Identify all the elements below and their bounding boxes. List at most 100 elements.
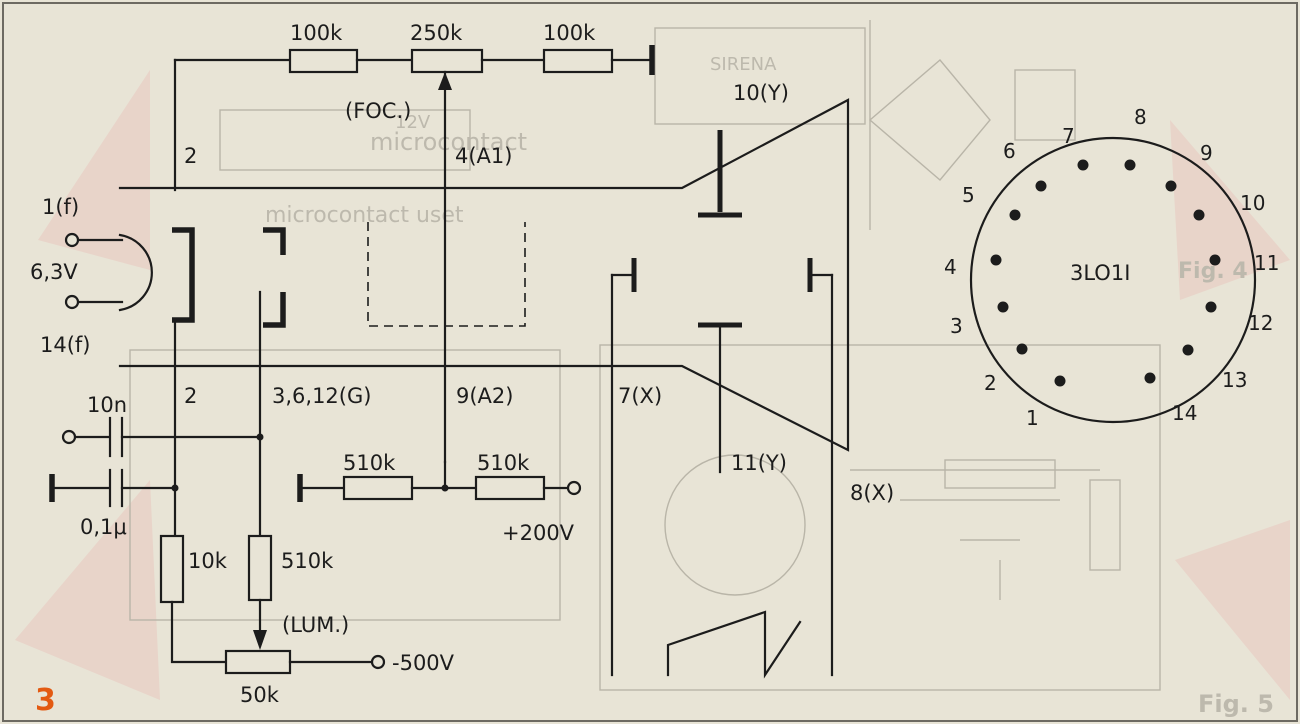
socket-pin-dot-5 (1009, 209, 1021, 221)
bg-pcb-right (599, 344, 1161, 691)
label-r-10k: 10k (188, 549, 228, 573)
resistor-10k (159, 534, 185, 604)
socket-pin-label-3: 3 (950, 314, 963, 338)
resistor-510k-vertical (247, 534, 273, 602)
tube-envelope (118, 98, 850, 452)
socket-pin-label-7: 7 (1062, 124, 1075, 148)
bg-box-sirena (654, 27, 866, 125)
socket-pin-label-13: 13 (1222, 368, 1247, 392)
sawtooth-waveform (666, 610, 802, 679)
socket-pin-dot-1 (1054, 375, 1066, 387)
socket-pin-dot-2 (1016, 343, 1028, 355)
socket-pin-label-6: 6 (1003, 139, 1016, 163)
bg-triangle-bottom-right (1175, 520, 1290, 700)
label-y1: 10(Y) (733, 81, 789, 105)
terminal-10n-input (61, 429, 77, 445)
terminal-plus-200v (566, 480, 582, 496)
bg-resistor-ghost (1089, 479, 1121, 571)
label-a2: 9(A2) (456, 384, 513, 408)
terminal-filament-1 (64, 232, 80, 248)
luminosity-wiper-arrow (253, 630, 267, 650)
label-cap-10n: 10n (87, 393, 127, 417)
label-r-250k: 250k (410, 21, 463, 45)
socket-pin-dot-14 (1144, 372, 1156, 384)
label-filament-voltage: 6,3V (30, 260, 78, 284)
label-pin2-top: 2 (184, 144, 197, 168)
socket-pin-label-2: 2 (984, 371, 997, 395)
socket-pin-dot-11 (1209, 254, 1221, 266)
bg-text-sirena: SIRENA (710, 54, 777, 75)
socket-pin-dot-7 (1077, 159, 1089, 171)
grid-electrode-upper (263, 227, 286, 255)
socket-pin-label-1: 1 (1026, 406, 1039, 430)
socket-pin-dot-10 (1193, 209, 1205, 221)
socket-pin-dot-4 (990, 254, 1002, 266)
socket-tube-name: 3LO1I (1070, 261, 1130, 285)
socket-pin-label-5: 5 (962, 183, 975, 207)
anode-a1-dashed (367, 222, 526, 327)
potentiometer-250k-focus (410, 48, 484, 74)
label-x1: 7(X) (618, 384, 662, 408)
resistor-100k-right (542, 48, 614, 74)
crt-tube (64, 98, 850, 474)
bg-traces (850, 469, 1100, 600)
bg-text-microcontact: microcontact (370, 128, 527, 156)
socket-pin-dot-12 (1205, 301, 1217, 313)
label-pin2-bottom: 2 (184, 384, 197, 408)
terminal-filament-14 (64, 294, 80, 310)
label-cap-01u: 0,1μ (80, 515, 127, 539)
bg-resistor-ghost-2 (944, 459, 1056, 489)
bg-box-antenna (1014, 69, 1076, 141)
socket-pin-dot-9 (1165, 180, 1177, 192)
socket-pin-dot-8 (1124, 159, 1136, 171)
junction-grid (256, 433, 264, 441)
cathode-electrode (172, 227, 195, 323)
label-r-510k-left: 510k (343, 451, 396, 475)
bg-pcb-left (129, 349, 561, 621)
label-a1: 4(A1) (455, 144, 512, 168)
label-x2: 8(X) (850, 481, 894, 505)
socket-pin-label-11: 11 (1254, 251, 1279, 275)
bg-triangle-left (38, 70, 150, 270)
label-minus-500v: -500V (392, 651, 455, 675)
bg-text-12v: 12V (395, 112, 431, 133)
figure-number: 3 (35, 683, 56, 718)
label-focus: (FOC.) (345, 99, 411, 123)
grid-electrode-lower (263, 292, 286, 328)
bg-triangle-bottom-left (15, 480, 160, 700)
junction-cathode (171, 484, 179, 492)
socket-pin-dot-6 (1035, 180, 1047, 192)
schematic-labels: 100k 250k 100k (FOC.) 4(A1) 10(Y) 2 1(f)… (30, 21, 894, 718)
label-r-100k-left: 100k (290, 21, 343, 45)
resistor-510k-left (342, 475, 414, 501)
label-grid: 3,6,12(G) (272, 384, 371, 408)
terminal-minus-500v (370, 654, 386, 670)
focus-divider (173, 45, 655, 464)
socket-pin-dot-13 (1182, 344, 1194, 356)
tube-socket: 3LO1I 1 2 3 4 5 6 7 8 9 10 11 12 13 14 (944, 105, 1279, 430)
label-r-510k-right: 510k (477, 451, 530, 475)
socket-pin-label-8: 8 (1134, 105, 1147, 129)
bg-bridge (868, 20, 991, 230)
label-filament-1: 1(f) (42, 195, 79, 219)
socket-pin-label-10: 10 (1240, 191, 1265, 215)
label-r-50k: 50k (240, 683, 280, 707)
label-y2: 11(Y) (731, 451, 787, 475)
bg-box-relay (219, 109, 471, 171)
lower-circuit (49, 273, 834, 679)
bg-socket-circle (664, 454, 806, 596)
focus-wiper-arrow (438, 72, 452, 90)
resistor-510k-right (474, 475, 546, 501)
bg-triangle-right (1170, 120, 1290, 300)
bg-text-microcontact-used: microcontact uset (265, 203, 464, 228)
label-r-510k-vertical: 510k (281, 549, 334, 573)
resistor-100k-left (288, 48, 359, 74)
junction-a2 (441, 484, 449, 492)
socket-pin-label-9: 9 (1200, 141, 1213, 165)
socket-pin-label-14: 14 (1172, 401, 1197, 425)
wire-10k-to-pot (170, 600, 228, 664)
filament-loop (118, 233, 153, 312)
